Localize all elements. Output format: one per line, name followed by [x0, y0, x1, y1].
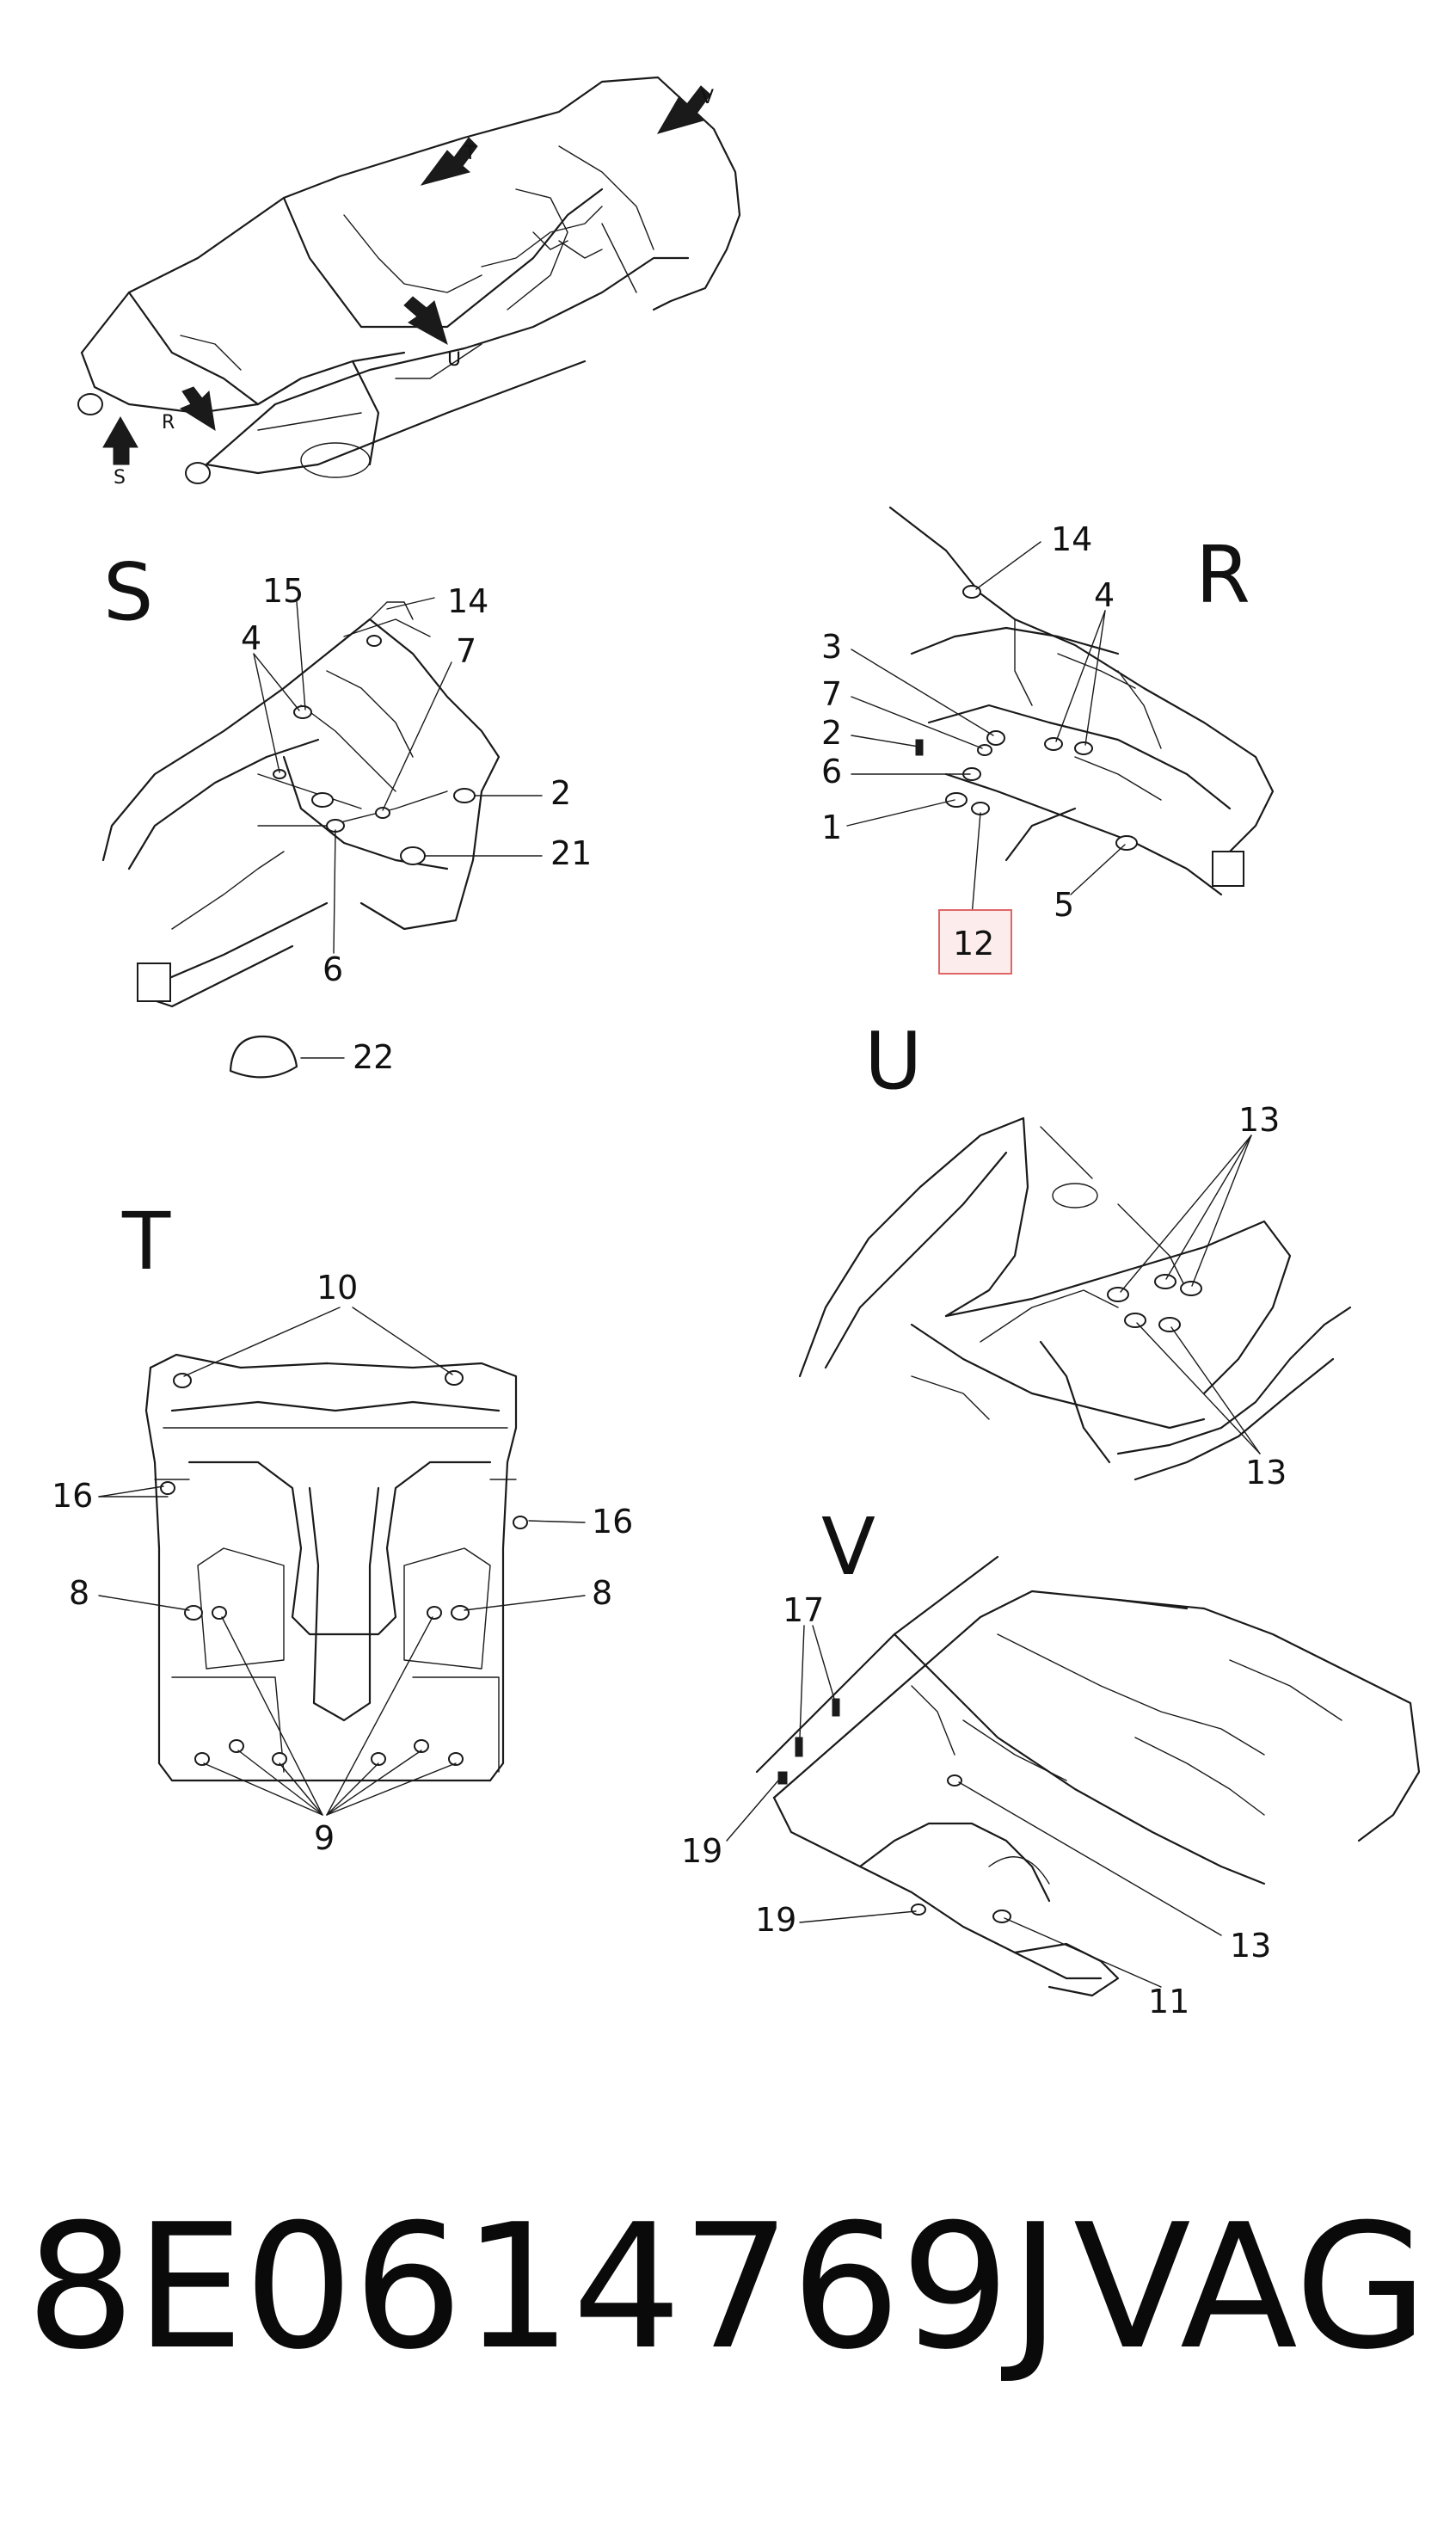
label-15: 15 — [262, 572, 304, 610]
label-13-top: 13 — [1238, 1101, 1280, 1139]
section-U-title: U — [864, 1015, 922, 1107]
label-4: 4 — [1094, 576, 1115, 614]
label-6: 6 — [323, 950, 343, 988]
arrow-T-icon — [420, 137, 478, 186]
plug-22-icon — [229, 1035, 298, 1079]
label-21: 21 — [550, 834, 592, 872]
label-3: 3 — [821, 628, 842, 666]
label-10: 10 — [316, 1269, 358, 1307]
part-number: 8E0614769J — [26, 2187, 1061, 2388]
label-5: 5 — [1054, 886, 1074, 924]
label-22: 22 — [353, 1038, 394, 1076]
label-11: 11 — [1148, 1983, 1189, 2020]
label-4: 4 — [241, 619, 261, 657]
label-7: 7 — [456, 632, 476, 670]
label-19-upper: 19 — [681, 1832, 722, 1870]
section-T-title: T — [121, 1196, 171, 1288]
label-9: 9 — [314, 1819, 335, 1857]
section-R: R 14 4 3 7 2 6 1 — [821, 506, 1275, 975]
arrow-label-V: V — [701, 87, 714, 108]
section-T: T — [52, 1196, 633, 1857]
highlight-box[interactable] — [938, 909, 1012, 975]
overview-car-body: T V U R S — [77, 76, 741, 489]
label-8-right: 8 — [592, 1574, 612, 1612]
arrow-label-U: U — [447, 349, 461, 371]
arrow-V-icon — [656, 85, 711, 134]
arrow-label-T: T — [464, 143, 476, 164]
label-1: 1 — [821, 809, 842, 846]
label-17: 17 — [783, 1591, 824, 1629]
section-U: U 13 13 — [798, 1015, 1352, 1491]
label-2: 2 — [550, 774, 571, 812]
arrow-U-icon — [403, 296, 448, 346]
label-14: 14 — [447, 582, 488, 620]
arrow-S-icon — [102, 415, 138, 465]
arrow-label-R: R — [162, 412, 175, 434]
section-S: S 15 14 4 7 2 21 — [101, 546, 592, 1079]
label-14: 14 — [1051, 520, 1092, 558]
label-13: 13 — [1230, 1927, 1271, 1965]
label-12-highlighted[interactable]: 12 — [953, 925, 994, 962]
label-13-bottom: 13 — [1245, 1454, 1287, 1491]
label-7: 7 — [821, 675, 842, 713]
section-S-title: S — [103, 546, 153, 638]
label-2: 2 — [821, 714, 842, 752]
label-16-right: 16 — [592, 1503, 633, 1541]
brand-name: VAG — [1073, 2187, 1428, 2388]
label-19-lower: 19 — [755, 1901, 796, 1939]
section-V: V 17 19 19 13 11 — [681, 1501, 1421, 2020]
label-6: 6 — [821, 753, 842, 790]
arrow-label-S: S — [114, 467, 126, 489]
label-8-left: 8 — [69, 1574, 89, 1612]
label-16-left: 16 — [52, 1477, 93, 1515]
section-R-title: R — [1195, 529, 1250, 621]
arrow-R-icon — [179, 386, 216, 432]
section-V-title: V — [821, 1501, 875, 1593]
